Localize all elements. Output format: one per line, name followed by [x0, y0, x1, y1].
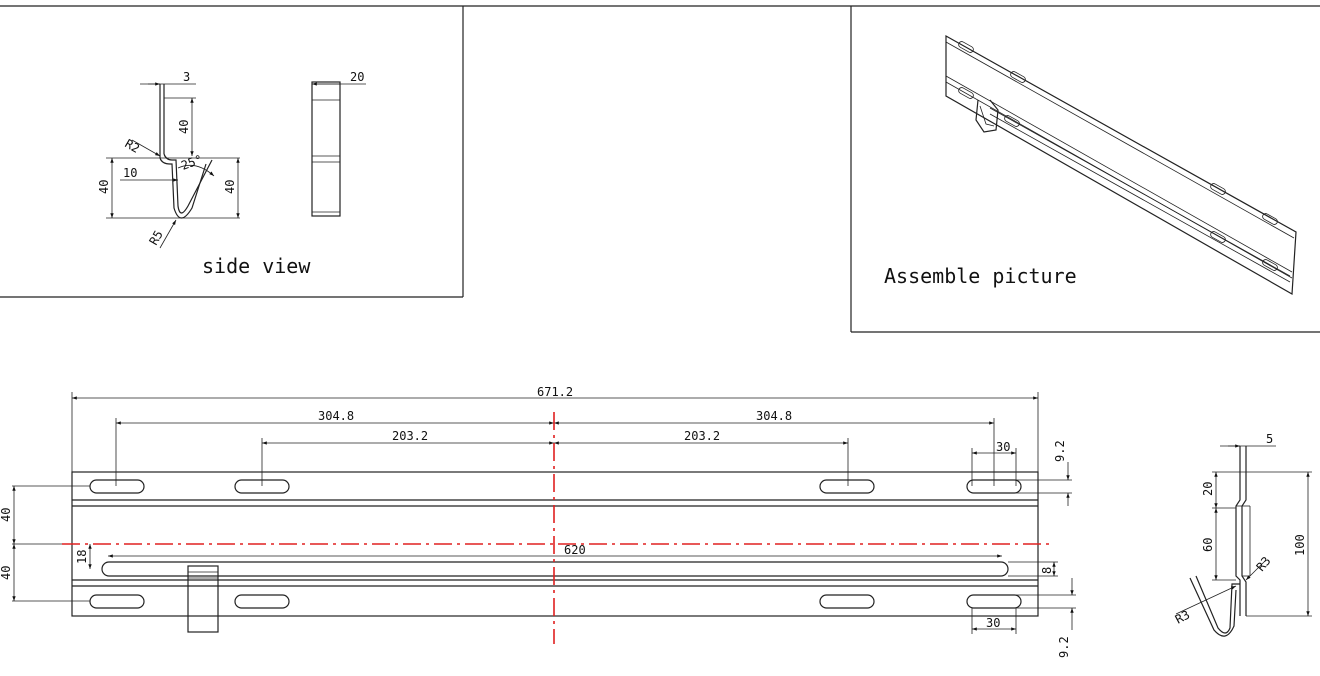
dim-radius-bottom: R5 — [146, 228, 165, 248]
side-view-panel: 3 40 R2 25° 10 40 40 R5 20 side view — [97, 70, 366, 278]
front-view: 671.2 304.8 203.2 304.8 203.2 30 — [0, 385, 1076, 658]
assemble-slots — [958, 41, 1278, 271]
rail-slots — [89, 479, 1022, 609]
dim-top-height: 40 — [177, 120, 191, 134]
dim-radius-top: R2 — [123, 136, 143, 155]
dim-groove-length: 620 — [564, 543, 586, 557]
dim-edge-top: 9.2 — [1053, 440, 1067, 462]
dim-slot-right-outer: 304.8 — [756, 409, 792, 423]
frame — [0, 5, 1320, 333]
dim-slot-length-bottom: 30 — [986, 616, 1000, 630]
dim-offset: 10 — [123, 166, 137, 180]
dim-profile-radius-b: R3 — [1254, 554, 1274, 574]
profile-view: 5 20 60 100 R3 R3 — [1173, 432, 1312, 637]
dim-left-height: 40 — [97, 180, 111, 194]
dim-groove-width: 8 — [1040, 567, 1054, 574]
dim-slot-left-outer: 304.8 — [318, 409, 354, 423]
dim-angle: 25° — [179, 152, 204, 173]
dim-profile-total: 100 — [1293, 534, 1307, 556]
dim-upper-half: 40 — [0, 508, 13, 522]
assemble-label: Assemble picture — [884, 264, 1077, 288]
assemble-panel: Assemble picture — [884, 34, 1297, 295]
dim-slot-left-inner: 203.2 — [392, 429, 428, 443]
dim-profile-radius-a: R3 — [1173, 608, 1192, 627]
dim-profile-top: 20 — [1201, 482, 1215, 496]
dim-right-height: 40 — [223, 180, 237, 194]
dim-profile-thickness: 5 — [1266, 432, 1273, 446]
dim-width-view: 20 — [350, 70, 364, 84]
dim-slot-length-top: 30 — [996, 440, 1010, 454]
dim-inner-offset: 18 — [75, 550, 89, 564]
dim-overall: 671.2 — [537, 385, 573, 399]
dim-profile-mid: 60 — [1201, 538, 1215, 552]
dim-lower-half: 40 — [0, 566, 13, 580]
side-view-label: side view — [202, 254, 311, 278]
dim-edge-bottom: 9.2 — [1057, 636, 1071, 658]
dim-thickness: 3 — [183, 70, 190, 84]
dim-slot-right-inner: 203.2 — [684, 429, 720, 443]
